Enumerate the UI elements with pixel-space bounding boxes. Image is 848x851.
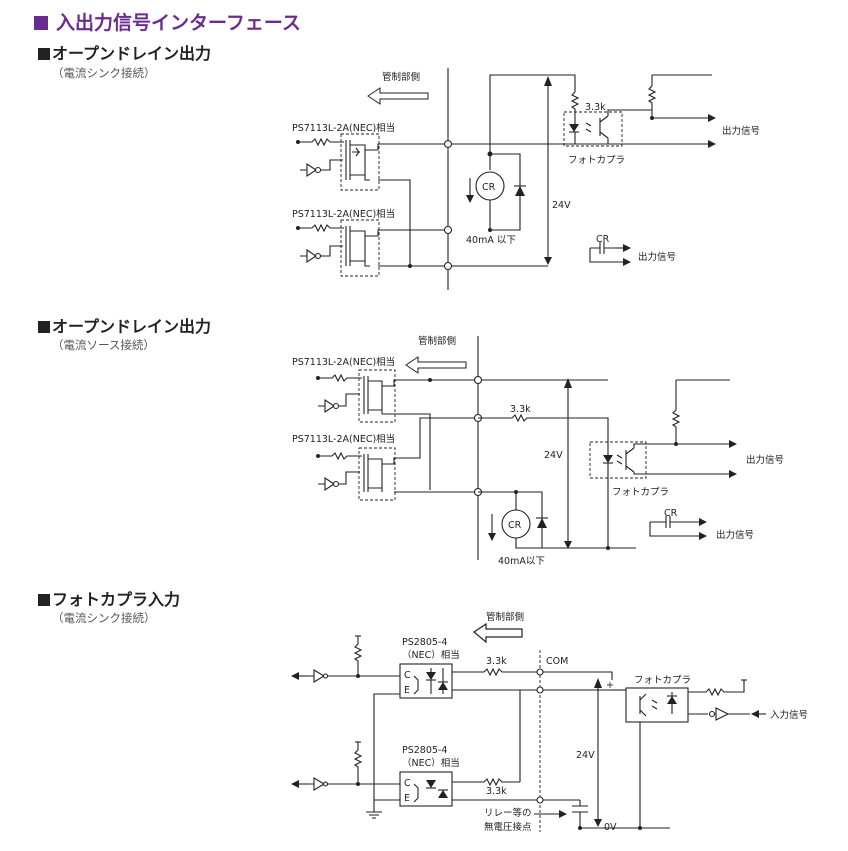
heading-square-icon <box>38 594 50 606</box>
photocoupler-label: フォトカプラ <box>568 155 625 166</box>
section-1-heading: オープンドレイン出力 <box>38 40 211 64</box>
device-label: PS2805-4 <box>402 637 447 648</box>
com-label: COM <box>546 656 568 667</box>
device-label: PS7113L-2A(NEC)相当 <box>292 433 395 445</box>
inverter-gate <box>300 248 317 264</box>
side-label: 管制部側 <box>486 611 524 623</box>
voltage-label: 24V <box>576 750 595 761</box>
control-side-arrow <box>367 87 429 105</box>
title-square-icon <box>34 16 48 30</box>
device-label: （NEC）相当 <box>402 757 460 769</box>
output-label: 出力信号 <box>746 454 784 466</box>
device-label: PS7113L-2A(NEC)相当 <box>292 122 395 134</box>
pin-c: C <box>404 670 411 681</box>
plus-label: + <box>606 680 614 691</box>
mosfet-box <box>358 447 396 501</box>
resistor-label: 3.3k <box>585 102 606 113</box>
side-label: 管制部側 <box>382 71 420 83</box>
current-label: 40mA 以下 <box>466 235 516 246</box>
mosfet-box <box>340 219 380 277</box>
diagram-photocoupler-input: 管制部側 PS2805-4 （NEC）相当 C E 3.3k COM PS280… <box>291 611 808 833</box>
control-side-arrow <box>472 622 523 644</box>
optocoupler-ic <box>399 771 453 807</box>
mosfet-1 <box>345 140 448 268</box>
cr-label: CR <box>482 182 496 193</box>
relay-label: 無電圧接点 <box>484 821 532 833</box>
voltage-label: 24V <box>552 200 571 211</box>
voltage-label: 24V <box>544 450 563 461</box>
photocoupler-box <box>589 441 647 479</box>
inverter-gate <box>300 162 317 178</box>
diagram-open-drain-sink: 管制部側 PS7113L-2A(NEC)相当 PS7113L-2A(NEC)相当… <box>292 68 760 290</box>
section-2-subheading: （電流ソース接続） <box>52 338 155 352</box>
current-label: 40mA以下 <box>498 556 545 567</box>
cr-label-2: CR <box>596 234 610 245</box>
cr-label-2: CR <box>664 508 678 519</box>
resistor-label: 3.3k <box>486 786 507 797</box>
photocoupler-label: フォトカプラ <box>634 675 691 686</box>
relay-label: リレー等の <box>484 807 532 819</box>
output-label-2: 出力信号 <box>716 529 754 541</box>
diagram-open-drain-source: 管制部側 PS7113L-2A(NEC)相当 PS7113L-2A(NEC)相当… <box>292 335 784 567</box>
mosfet-box <box>340 133 380 191</box>
side-label: 管制部側 <box>418 335 456 347</box>
photocoupler-label: フォトカプラ <box>612 487 669 498</box>
output-label-2: 出力信号 <box>638 251 676 263</box>
output-label: 出力信号 <box>722 125 760 137</box>
photocoupler-box <box>625 687 689 723</box>
mosfet-2 <box>345 226 448 267</box>
section-1-subheading: （電流シンク接続） <box>52 66 156 80</box>
gate-resistor <box>298 223 344 233</box>
page-title-text: 入出力信号インターフェース <box>56 12 301 34</box>
heading-square-icon <box>38 48 50 60</box>
pullup-resistor <box>570 91 580 118</box>
control-side-arrow <box>405 356 467 374</box>
mosfet-box <box>358 369 396 423</box>
pin-c: C <box>404 778 411 789</box>
section-3-subheading: （電流シンク接続） <box>52 611 156 625</box>
device-label: （NEC）相当 <box>402 649 460 661</box>
resistor-label: 3.3k <box>510 404 531 415</box>
device-label: PS2805-4 <box>402 745 447 756</box>
input-label: 入力信号 <box>770 709 808 721</box>
pin-e: E <box>404 793 410 804</box>
device-label: PS7113L-2A(NEC)相当 <box>292 356 395 368</box>
section-2-heading: オープンドレイン出力 <box>38 313 211 337</box>
device-label: PS7113L-2A(NEC)相当 <box>292 208 395 220</box>
resistor-label: 3.3k <box>486 656 507 667</box>
heading-square-icon <box>38 321 50 333</box>
pin-e: E <box>404 685 410 696</box>
section-3-heading: フォトカプラ入力 <box>38 586 180 610</box>
gate-resistor <box>298 137 344 147</box>
cr-label: CR <box>508 520 522 531</box>
ground-icon <box>366 811 382 819</box>
zero-volt-label: 0V <box>604 822 617 833</box>
page-title: 入出力信号インターフェース <box>34 8 301 35</box>
photocoupler-box <box>563 111 623 147</box>
optocoupler-ic <box>399 663 453 699</box>
